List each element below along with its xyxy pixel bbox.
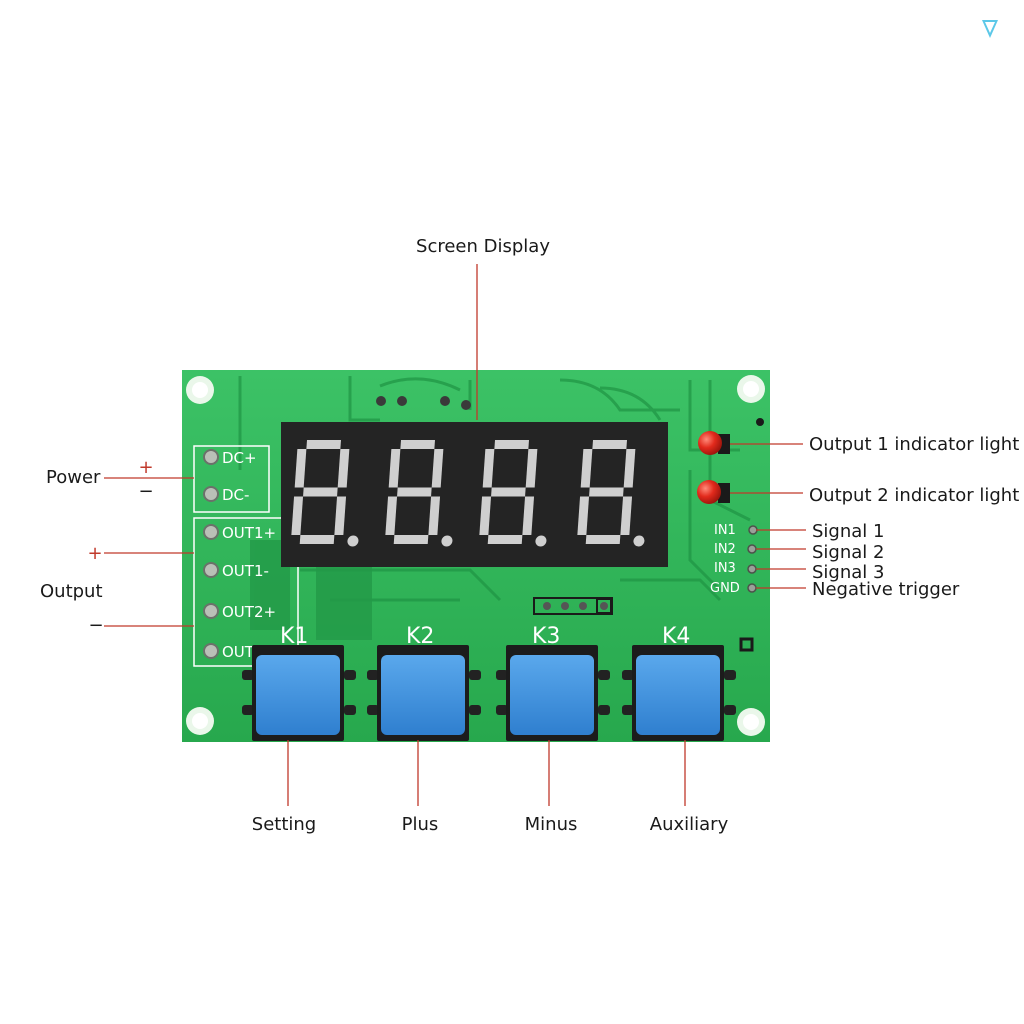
display-digit bbox=[577, 440, 645, 547]
label-signal2: Signal 2 bbox=[812, 542, 884, 563]
signal-pin bbox=[747, 544, 757, 554]
display-segment bbox=[337, 449, 350, 488]
terminal-pin bbox=[203, 643, 219, 659]
key-label-k2: K2 bbox=[406, 624, 434, 649]
silk-dc-plus: DC+ bbox=[222, 449, 257, 467]
display-decimal-point bbox=[441, 535, 453, 547]
display-segment bbox=[334, 496, 347, 535]
key-label-k3: K3 bbox=[532, 624, 560, 649]
terminal-pin bbox=[203, 524, 219, 540]
auxiliary-button[interactable] bbox=[622, 645, 736, 741]
display-segment bbox=[306, 440, 341, 449]
signal-pin bbox=[747, 564, 757, 574]
callout-lines bbox=[104, 264, 806, 806]
display-segment bbox=[431, 449, 444, 488]
display-segment bbox=[525, 449, 538, 488]
display-digit bbox=[479, 440, 547, 547]
output-plus-sign: + bbox=[87, 543, 102, 564]
solder-pad bbox=[461, 400, 471, 410]
display-segment bbox=[291, 496, 304, 535]
display-segment bbox=[385, 496, 398, 535]
display-decimal-point bbox=[347, 535, 359, 547]
display-segment bbox=[393, 535, 429, 544]
display-decimal-point bbox=[633, 535, 645, 547]
signal-pin bbox=[747, 583, 757, 593]
display-segment bbox=[620, 496, 633, 535]
label-negative-trigger: Negative trigger bbox=[812, 579, 960, 600]
plus-button[interactable] bbox=[367, 645, 481, 741]
label-power: Power bbox=[46, 467, 101, 488]
display-segment bbox=[589, 487, 624, 497]
display-digit bbox=[385, 440, 453, 547]
minus-button[interactable] bbox=[496, 645, 610, 741]
mounting-hole bbox=[186, 707, 214, 735]
display-segment bbox=[400, 440, 435, 449]
power-minus-sign: − bbox=[138, 481, 153, 502]
label-signal3: Signal 3 bbox=[812, 562, 884, 583]
display-segment bbox=[299, 535, 335, 544]
brand-logo-icon bbox=[982, 20, 998, 38]
silk-in1: IN1 bbox=[714, 523, 736, 538]
silk-in3: IN3 bbox=[714, 561, 736, 576]
display-segment bbox=[577, 496, 590, 535]
silk-dc-minus: DC- bbox=[222, 486, 249, 504]
label-minus: Minus bbox=[525, 814, 578, 835]
solder-pad bbox=[397, 396, 407, 406]
silk-in2: IN2 bbox=[714, 542, 736, 557]
terminal-pin bbox=[203, 449, 219, 465]
display-segment bbox=[479, 496, 492, 535]
display-segment bbox=[397, 487, 432, 497]
power-plus-sign: + bbox=[138, 457, 153, 478]
output1-indicator-led bbox=[698, 431, 730, 455]
terminal-pin bbox=[203, 562, 219, 578]
label-output2-indicator: Output 2 indicator light bbox=[809, 485, 1019, 506]
terminal-pin bbox=[203, 486, 219, 502]
key-label-k1: K1 bbox=[280, 624, 308, 649]
mounting-hole bbox=[186, 376, 214, 404]
key-label-k4: K4 bbox=[662, 624, 690, 649]
display-segment bbox=[494, 440, 529, 449]
display-segment bbox=[294, 449, 307, 488]
solder-pad bbox=[440, 396, 450, 406]
display-segment bbox=[623, 449, 636, 488]
output-minus-sign: − bbox=[88, 615, 103, 636]
display-segment bbox=[580, 449, 593, 488]
label-plus: Plus bbox=[402, 814, 439, 835]
silk-out2-plus: OUT2+ bbox=[222, 603, 276, 621]
output-terminal-box bbox=[193, 517, 299, 667]
solder-pad bbox=[756, 418, 764, 426]
display-segment bbox=[487, 535, 523, 544]
display-segment bbox=[522, 496, 535, 535]
label-output: Output bbox=[40, 581, 103, 602]
display-segment bbox=[491, 487, 526, 497]
test-pad bbox=[739, 637, 754, 652]
label-output1-indicator: Output 1 indicator light bbox=[809, 434, 1019, 455]
pin-header bbox=[533, 597, 613, 615]
silk-gnd: GND bbox=[710, 581, 740, 596]
display-segment bbox=[585, 535, 621, 544]
signal-pin bbox=[748, 525, 758, 535]
label-signal1: Signal 1 bbox=[812, 521, 884, 542]
label-screen-display: Screen Display bbox=[416, 236, 550, 257]
power-terminal-box bbox=[193, 445, 270, 513]
mounting-hole bbox=[737, 708, 765, 736]
display-segment bbox=[388, 449, 401, 488]
display-segment bbox=[592, 440, 627, 449]
display-segment bbox=[482, 449, 495, 488]
seven-segment-display bbox=[281, 422, 668, 567]
silk-out1-minus: OUT1- bbox=[222, 562, 269, 580]
silk-out1-plus: OUT1+ bbox=[222, 524, 276, 542]
mounting-hole bbox=[737, 375, 765, 403]
display-digit bbox=[291, 440, 359, 547]
label-auxiliary: Auxiliary bbox=[650, 814, 729, 835]
display-decimal-point bbox=[535, 535, 547, 547]
output2-indicator-led bbox=[697, 480, 730, 504]
terminal-pin bbox=[203, 603, 219, 619]
setting-button[interactable] bbox=[242, 645, 356, 741]
display-segment bbox=[428, 496, 441, 535]
label-setting: Setting bbox=[252, 814, 316, 835]
display-segment bbox=[303, 487, 338, 497]
solder-pad bbox=[376, 396, 386, 406]
